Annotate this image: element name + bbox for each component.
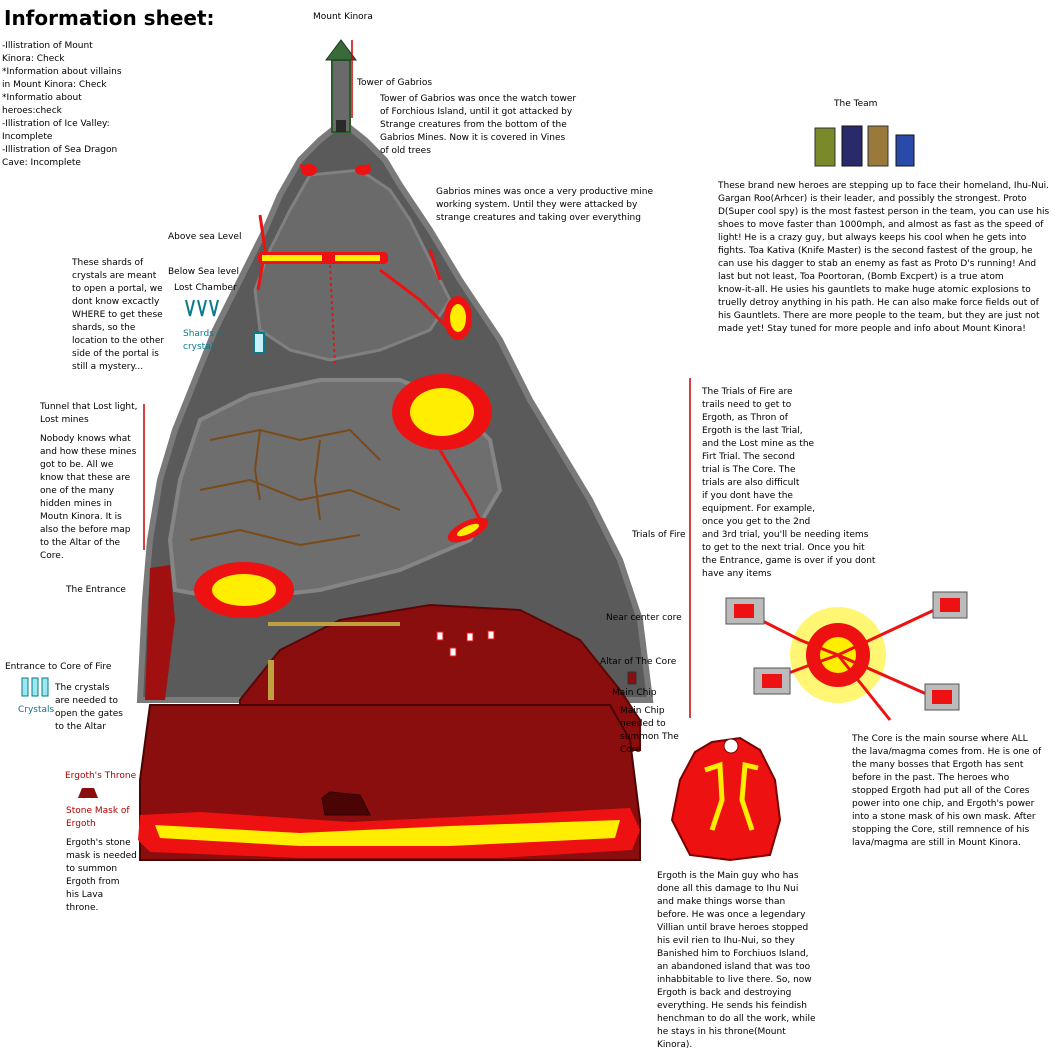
stone-mask-icon (78, 788, 98, 798)
trials-description: The Trials of Fire are trails need to ge… (702, 387, 876, 579)
label-stone-mask: Stone Mask of Ergoth (66, 806, 130, 829)
altar-marker-3 (487, 630, 495, 640)
altar-marker-1 (436, 631, 444, 641)
tunnel-description: Nobody knows what and how these mines go… (40, 434, 137, 561)
shards-icon (185, 299, 219, 317)
label-ergoth-throne: Ergoth's Throne (65, 771, 137, 781)
shards-description: These shards of crystals are meant to op… (72, 258, 165, 372)
core-description: The Core is the main sourse where ALL th… (852, 734, 1042, 848)
mine-tunnels (189, 428, 401, 547)
label-entrance: The Entrance (66, 585, 126, 595)
crystals-description: The crystals are needed to open the gate… (55, 683, 123, 732)
label-below-sea: Below Sea level (168, 267, 239, 277)
page-title: Information sheet: (4, 6, 215, 30)
tower-roof (325, 39, 357, 61)
tower-description: Tower of Gabrios was once the watch towe… (380, 94, 577, 156)
label-altar: Altar of The Core (600, 657, 677, 667)
ergoth-description: Ergoth is the Main guy who has done all … (657, 871, 816, 1050)
leader-lines (143, 40, 691, 718)
label-above-sea: Above sea Level (168, 232, 242, 242)
lava-pool-small-2 (355, 165, 371, 175)
mines-description: Gabrios mines was once a very productive… (436, 187, 653, 223)
altar-marker-2 (466, 632, 474, 642)
crystals-icon (21, 677, 49, 697)
lava-pool-small-1 (301, 164, 317, 176)
stone-mask-description: Ergoth's stone mask is needed to summon … (66, 838, 137, 913)
team-figures (814, 125, 915, 167)
label-main-chip: Main Chip (612, 688, 657, 698)
lost-chamber-crystal (253, 332, 265, 354)
ergoth-throne-shape (321, 791, 371, 816)
label-tunnel: Tunnel that Lost light, Lost mines (40, 402, 138, 425)
entrance-lava-wall (145, 565, 175, 700)
label-mount-kinora: Mount Kinora (313, 12, 373, 22)
team-title: The Team (834, 99, 878, 109)
main-chip-description: Main Chip needed to summon The Core (620, 706, 679, 755)
team-description: These brand new heroes are stepping up t… (718, 181, 1050, 334)
label-lost-chamber: Lost Chamber (174, 283, 237, 293)
label-trials: Trials of Fire (632, 530, 686, 540)
core-diagram (725, 591, 968, 721)
label-near-center: Near center core (606, 613, 682, 623)
main-chip-icon (627, 671, 637, 685)
checklist: -Illistration of Mount Kinora: Check *In… (2, 41, 122, 168)
label-shards: Shards of crystal (183, 329, 226, 352)
label-entrance-core: Entrance to Core of Fire (5, 662, 112, 672)
label-tower: Tower of Gabrios (357, 78, 433, 88)
label-crystals: Crystals (18, 705, 55, 715)
